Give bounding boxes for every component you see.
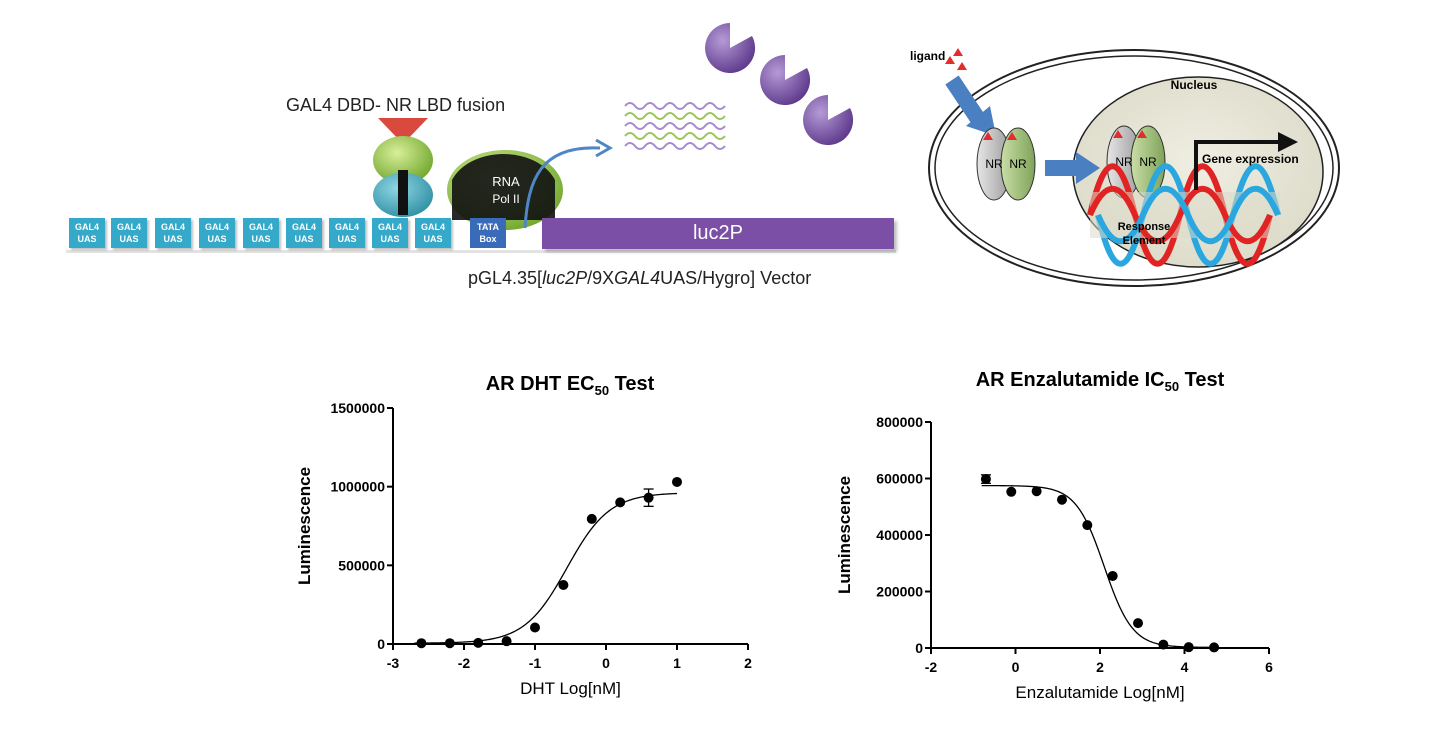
data-point (1183, 642, 1194, 653)
y-tick-label: 1500000 (330, 400, 385, 416)
x-tick-label: -2 (925, 659, 938, 675)
ligand-triangle-icon (378, 118, 428, 144)
data-point (1133, 618, 1144, 629)
luc2p-reporter: luc2P (542, 218, 894, 249)
chart1-title: AR DHT EC50 Test (485, 373, 655, 398)
data-point (1031, 486, 1042, 497)
ligand-icon (953, 48, 963, 56)
x-tick-label: -2 (458, 655, 471, 671)
x-tick-label: 0 (1012, 659, 1020, 675)
x-tick-label: 4 (1181, 659, 1189, 675)
data-point (444, 638, 455, 649)
y-tick-label: 0 (377, 636, 385, 652)
nr-label: NR (1139, 155, 1157, 169)
data-point (672, 476, 682, 487)
response-label-1: Response (1118, 221, 1171, 233)
fit-curve (414, 492, 678, 644)
y-tick-label: 600000 (876, 471, 923, 487)
x-tick-label: 2 (1096, 659, 1104, 675)
data-point (615, 497, 626, 508)
cell-membrane (928, 49, 1340, 287)
data-point (1006, 486, 1017, 497)
y-tick-label: 400000 (876, 527, 923, 543)
ligand-icon (957, 62, 967, 70)
nr-label: NR (1115, 155, 1133, 169)
data-point (530, 622, 540, 633)
y-tick-label: 200000 (876, 584, 923, 600)
y-tick-label: 800000 (876, 414, 923, 430)
data-point (1082, 520, 1093, 531)
x-tick-label: 1 (673, 655, 681, 671)
fit-curve (981, 484, 1215, 649)
data-point (416, 638, 427, 649)
y-tick-label: 500000 (338, 557, 385, 573)
vector-caption: pGL4.35[luc2P/9XGAL4UAS/Hygro] Vector (468, 268, 812, 288)
rna-label-2: Pol II (492, 192, 519, 206)
rna-label-1: RNA (492, 174, 520, 189)
luciferase-enzymes (705, 23, 854, 145)
luciferase-icon (803, 95, 854, 145)
fusion-label: GAL4 DBD- NR LBD fusion (286, 95, 506, 115)
transcription-complex: RNA Pol II (373, 118, 614, 230)
data-point (643, 492, 654, 503)
x-axis-label: Enzalutamide Log[nM] (1015, 683, 1184, 702)
nucleus-label: Nucleus (1171, 78, 1218, 92)
data-point (1056, 494, 1067, 505)
data-point (586, 513, 597, 524)
x-tick-label: 0 (602, 655, 610, 671)
dna-line (66, 250, 896, 253)
data-point (1107, 570, 1118, 581)
y-axis-label: Luminescence (835, 476, 854, 594)
y-tick-label: 0 (915, 640, 923, 656)
data-point (980, 474, 991, 485)
lbd-domain-icon (373, 136, 433, 184)
data-point (558, 580, 569, 590)
cell-diagram: Nucleus ligand NR NR NR NR Gene expressi… (910, 48, 1340, 287)
luciferase-icon (760, 55, 811, 105)
ligand-label: ligand (910, 49, 945, 63)
nr-label: NR (985, 157, 1003, 171)
y-tick-label: 1000000 (330, 479, 385, 495)
data-point (501, 636, 512, 647)
x-axis-label: DHT Log[nM] (520, 679, 621, 698)
mrna-waves (624, 102, 726, 150)
luciferase-icon (705, 23, 756, 73)
ligand-icon (945, 56, 955, 64)
data-point (1209, 642, 1220, 653)
x-tick-label: -3 (387, 655, 400, 671)
x-tick-label: 2 (744, 655, 752, 671)
response-label-2: Element (1123, 235, 1166, 247)
x-tick-label: -1 (529, 655, 542, 671)
nr-label: NR (1009, 157, 1027, 171)
x-tick-label: 6 (1265, 659, 1273, 675)
data-point (473, 637, 484, 648)
gene-expression-label: Gene expression (1202, 152, 1299, 166)
data-point (1158, 639, 1169, 650)
y-axis-label: Luminescence (295, 467, 314, 585)
chart2-title: AR Enzalutamide IC50 Test (975, 369, 1225, 394)
